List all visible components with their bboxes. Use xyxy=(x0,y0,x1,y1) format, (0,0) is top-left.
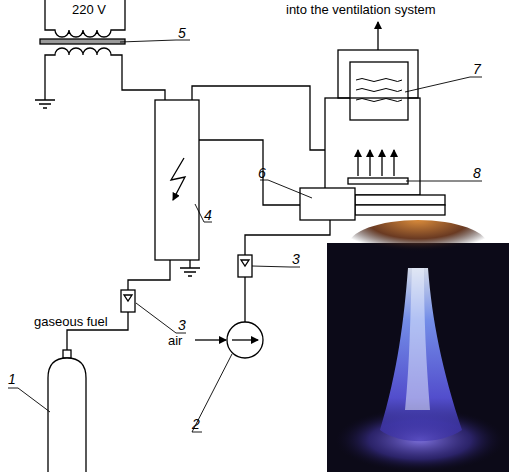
burner xyxy=(348,178,408,184)
callout-number: 6 xyxy=(258,166,266,181)
gas-line xyxy=(199,140,300,205)
fuel-line xyxy=(128,260,170,290)
ground-symbol xyxy=(180,260,200,276)
flowmeter-float xyxy=(241,260,249,266)
callout-number: 3 xyxy=(292,252,300,267)
input-label: gaseous fuel xyxy=(34,314,108,329)
flowmeter-float xyxy=(124,295,132,301)
air-pump xyxy=(227,322,263,358)
callout-number: 1 xyxy=(8,372,16,387)
water-vessel xyxy=(350,62,408,120)
note-label: into the ventilation system xyxy=(286,2,436,17)
callout-number: 4 xyxy=(204,208,212,223)
pump-arrow xyxy=(232,339,258,340)
plasma-reactor xyxy=(155,100,199,260)
primary-coil xyxy=(45,0,125,37)
air-line xyxy=(244,277,245,322)
callout-number: 5 xyxy=(178,26,186,41)
discharge-symbol xyxy=(171,158,185,200)
cylinder-valve xyxy=(63,350,71,358)
flame-photo xyxy=(327,220,509,472)
combustion-chamber xyxy=(325,98,420,195)
callout-number: 2 xyxy=(192,417,200,432)
exhaust-arrow xyxy=(377,22,378,50)
transformer-core xyxy=(40,39,125,44)
mixer-box xyxy=(300,188,355,220)
callout-number: 7 xyxy=(473,62,481,77)
base-plate xyxy=(355,195,445,205)
callout-number: 8 xyxy=(473,166,481,181)
voltage-label: 220 V xyxy=(72,2,106,17)
gas-cylinder xyxy=(48,358,86,472)
base-plate xyxy=(355,205,445,215)
flowmeter xyxy=(238,255,252,277)
heat-arrows xyxy=(358,150,394,176)
secondary-coil xyxy=(45,48,165,100)
flowmeter xyxy=(121,290,135,312)
air-inlet-arrow xyxy=(195,339,226,340)
callout-number: 3 xyxy=(178,318,186,333)
ground-symbol xyxy=(35,100,55,108)
air-line xyxy=(245,220,330,255)
input-label: air xyxy=(168,333,182,348)
